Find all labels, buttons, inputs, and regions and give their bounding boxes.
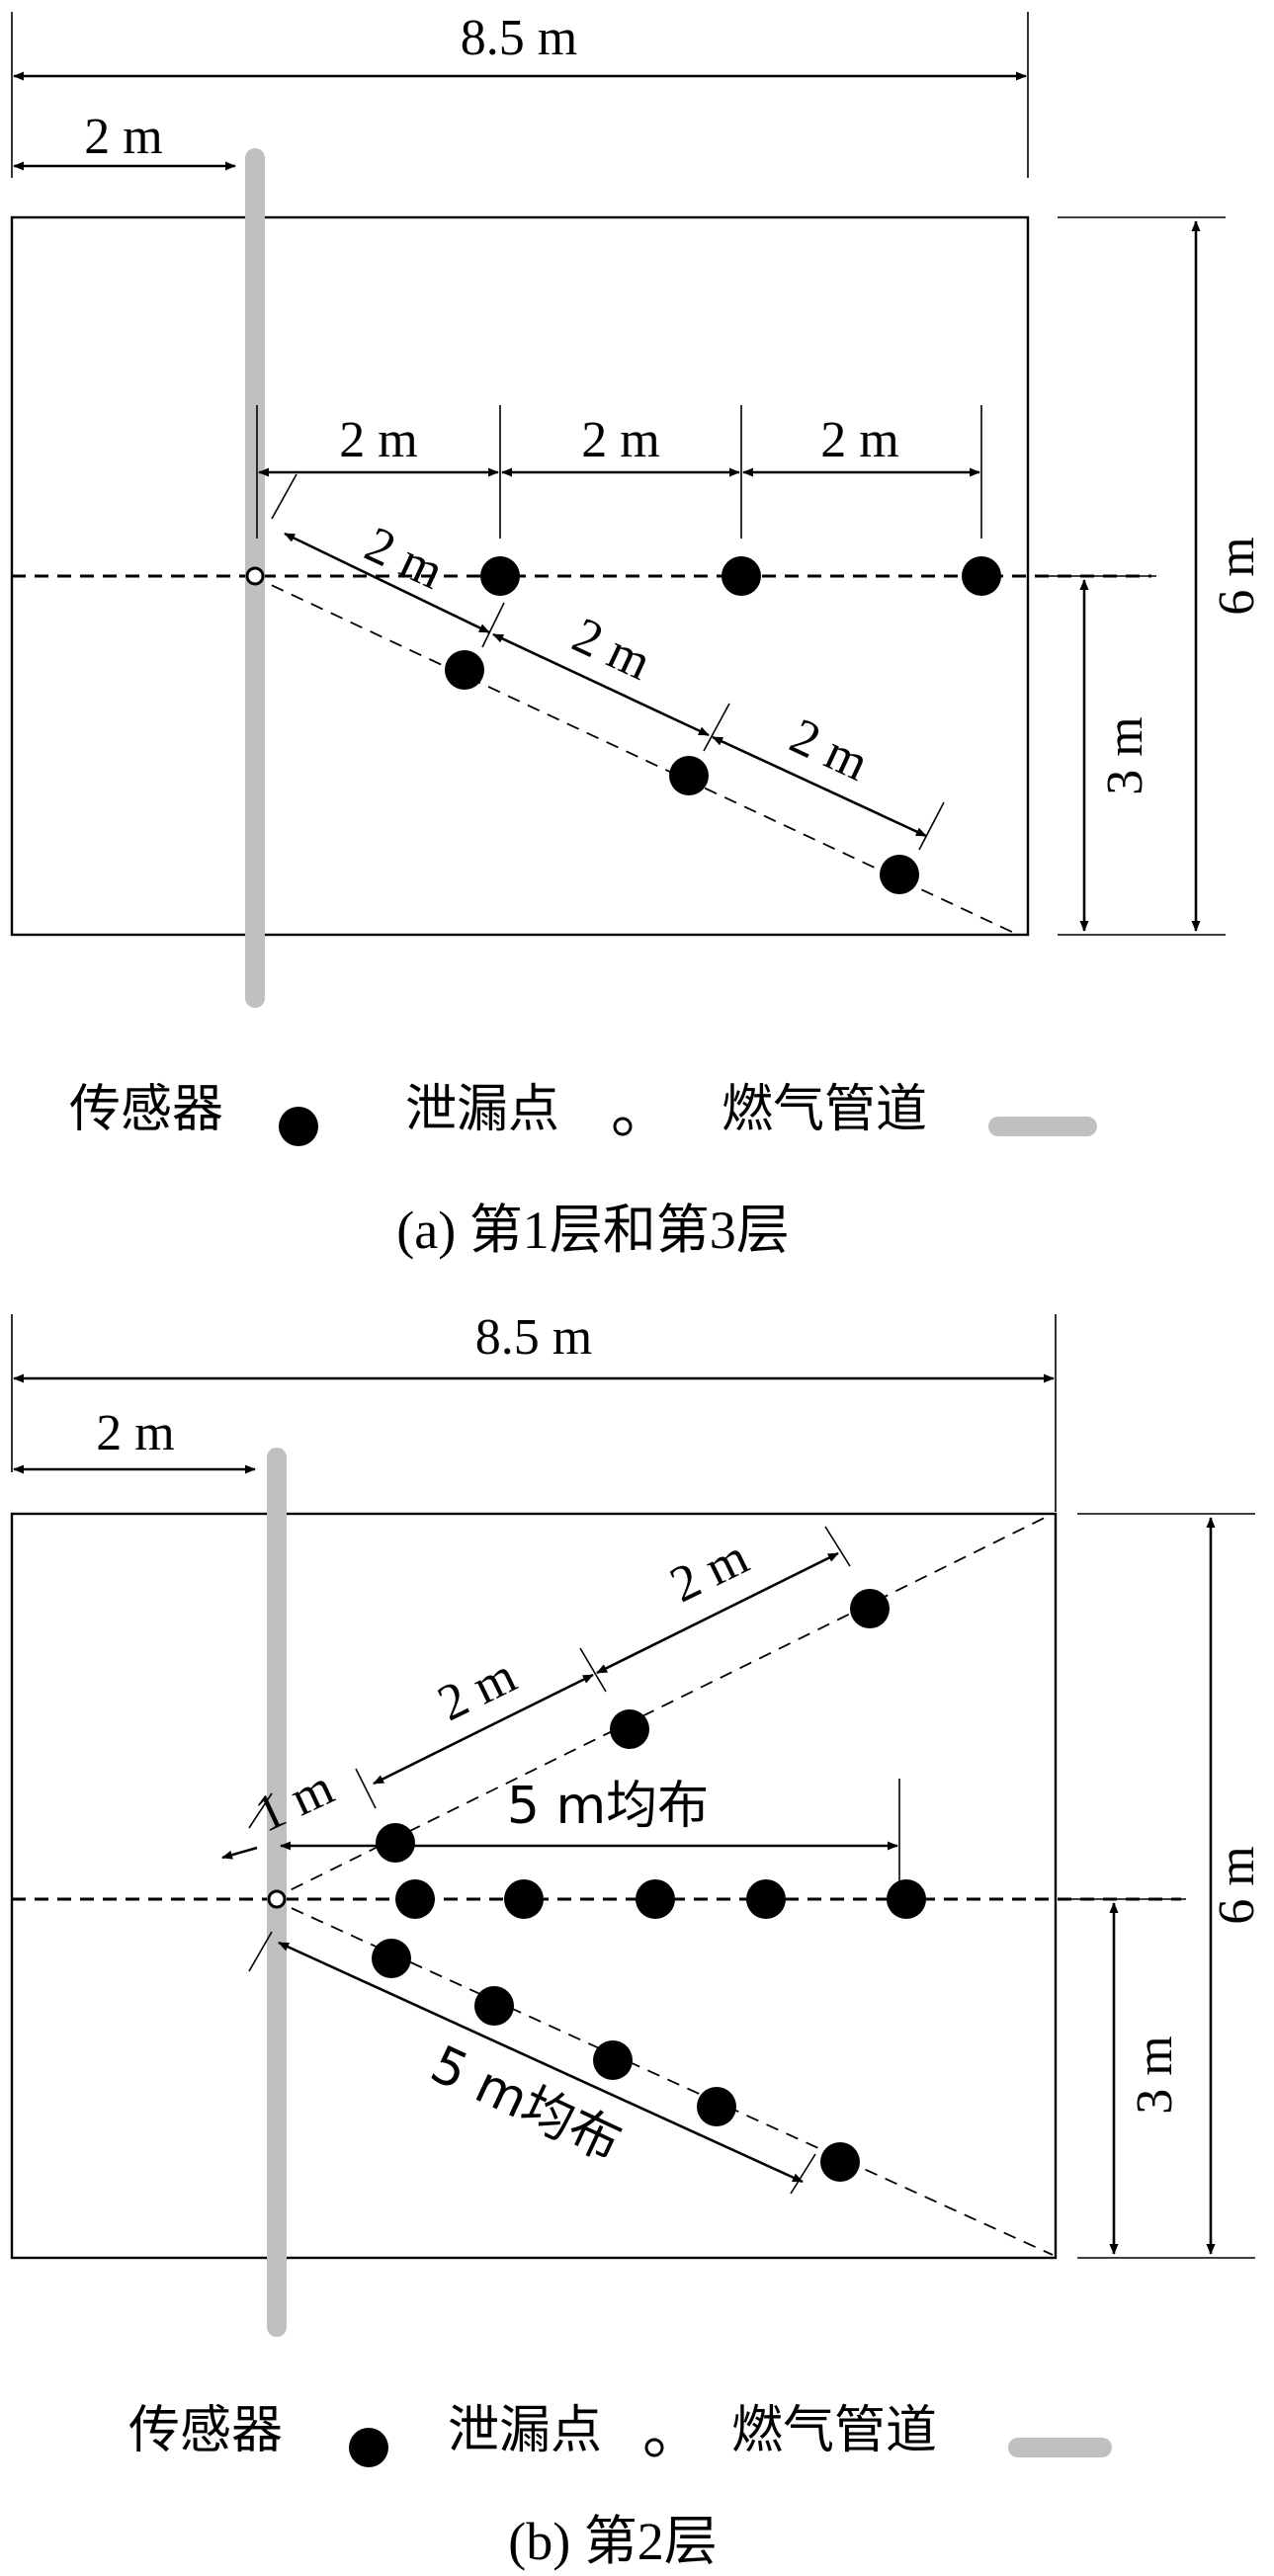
upper-spacing-arrow-2 — [596, 1551, 839, 1675]
height-label: 6 m — [1209, 537, 1265, 615]
tick-line — [790, 2153, 816, 2195]
sensor-marker — [504, 1879, 544, 1919]
panel-b: 8.5 m 2 m 6 m 3 m 1 m 5 m均布 — [10, 1309, 1265, 2571]
tick-line — [271, 473, 297, 520]
tick-line — [824, 1526, 851, 1567]
tick-line — [248, 1931, 273, 1972]
caption-b: (b) 第2层 — [508, 2512, 717, 2571]
legend-sensor-label: 传感器 — [69, 1080, 223, 1139]
legend-sensor-marker — [349, 2428, 388, 2467]
sensor-marker — [887, 1879, 926, 1919]
sensor-marker — [372, 1939, 411, 1978]
panel-a: 8.5 m 2 m 6 m 3 m 2 m 2 m 2 m — [10, 10, 1265, 1260]
legend-a: 传感器 泄漏点 燃气管道 — [69, 1080, 1097, 1146]
legend-leak-marker — [644, 2438, 664, 2457]
legend-leak-label: 泄漏点 — [405, 1080, 559, 1139]
sensor-marker — [820, 2142, 860, 2182]
sensor-marker — [746, 1879, 786, 1919]
diag-spacing-arrow-1 — [284, 532, 490, 634]
row-spacing-label-2: 2 m — [581, 412, 659, 468]
legend-pipe-label: 燃气管道 — [722, 1080, 927, 1139]
tick-line — [355, 1768, 377, 1809]
width-label: 8.5 m — [461, 10, 577, 66]
tick-line — [918, 801, 945, 851]
sensor-marker — [593, 2040, 633, 2080]
sensor-marker — [376, 1823, 415, 1863]
room-outline — [10, 1512, 1058, 2260]
sensor-marker — [445, 650, 484, 690]
legend-sensor-marker — [279, 1107, 318, 1146]
legend-pipe-label: 燃气管道 — [731, 2401, 937, 2460]
legend-leak-marker — [613, 1117, 633, 1136]
first-offset-label: 1 m — [247, 1759, 342, 1843]
sensor-marker — [697, 2087, 736, 2126]
diag-spacing-label-1: 2 m — [357, 516, 452, 600]
horizontal-spread-label: 5 m均布 — [507, 1777, 709, 1836]
upper-spacing-label-1: 2 m — [430, 1647, 525, 1732]
height-label: 6 m — [1209, 1846, 1265, 1924]
first-offset-arrow — [221, 1846, 258, 1860]
diag-spacing-label-2: 2 m — [564, 607, 659, 691]
half-height-label: 3 m — [1127, 2036, 1183, 2114]
sensor-marker — [636, 1879, 675, 1919]
pipe-offset-label: 2 m — [84, 109, 162, 165]
width-label: 8.5 m — [475, 1309, 592, 1366]
diag-spacing-label-3: 2 m — [782, 707, 877, 791]
leak-point — [267, 1889, 287, 1909]
row-spacing-label-1: 2 m — [339, 412, 417, 468]
lower-spread-arrow — [278, 1941, 804, 2184]
diag-spacing-arrow-2 — [492, 632, 710, 737]
sensor-marker — [850, 1589, 890, 1628]
row-spacing-label-3: 2 m — [820, 412, 898, 468]
tick-line — [481, 602, 505, 648]
legend-b: 传感器 泄漏点 燃气管道 — [128, 2401, 1112, 2467]
upper-spacing-arrow-1 — [373, 1673, 594, 1786]
upper-diagonal-line — [271, 1513, 1054, 1900]
sensor-marker — [962, 556, 1001, 596]
sensor-marker — [669, 756, 709, 795]
tick-line — [248, 1792, 273, 1829]
sensor-marker — [880, 855, 919, 894]
tick-line — [703, 703, 730, 752]
sensor-marker — [395, 1879, 435, 1919]
sensor-marker — [722, 556, 761, 596]
legend-leak-label: 泄漏点 — [448, 2401, 602, 2460]
tick-line — [579, 1647, 607, 1693]
pipe-offset-label: 2 m — [96, 1405, 174, 1461]
legend-sensor-label: 传感器 — [128, 2401, 283, 2460]
diag-spacing-arrow-3 — [712, 735, 927, 838]
half-height-label: 3 m — [1097, 716, 1153, 794]
sensor-marker — [480, 556, 520, 596]
sensor-marker — [610, 1709, 649, 1749]
leak-point — [245, 566, 265, 586]
caption-a: (a) 第1层和第3层 — [396, 1201, 789, 1260]
sensor-marker — [474, 1986, 514, 2026]
